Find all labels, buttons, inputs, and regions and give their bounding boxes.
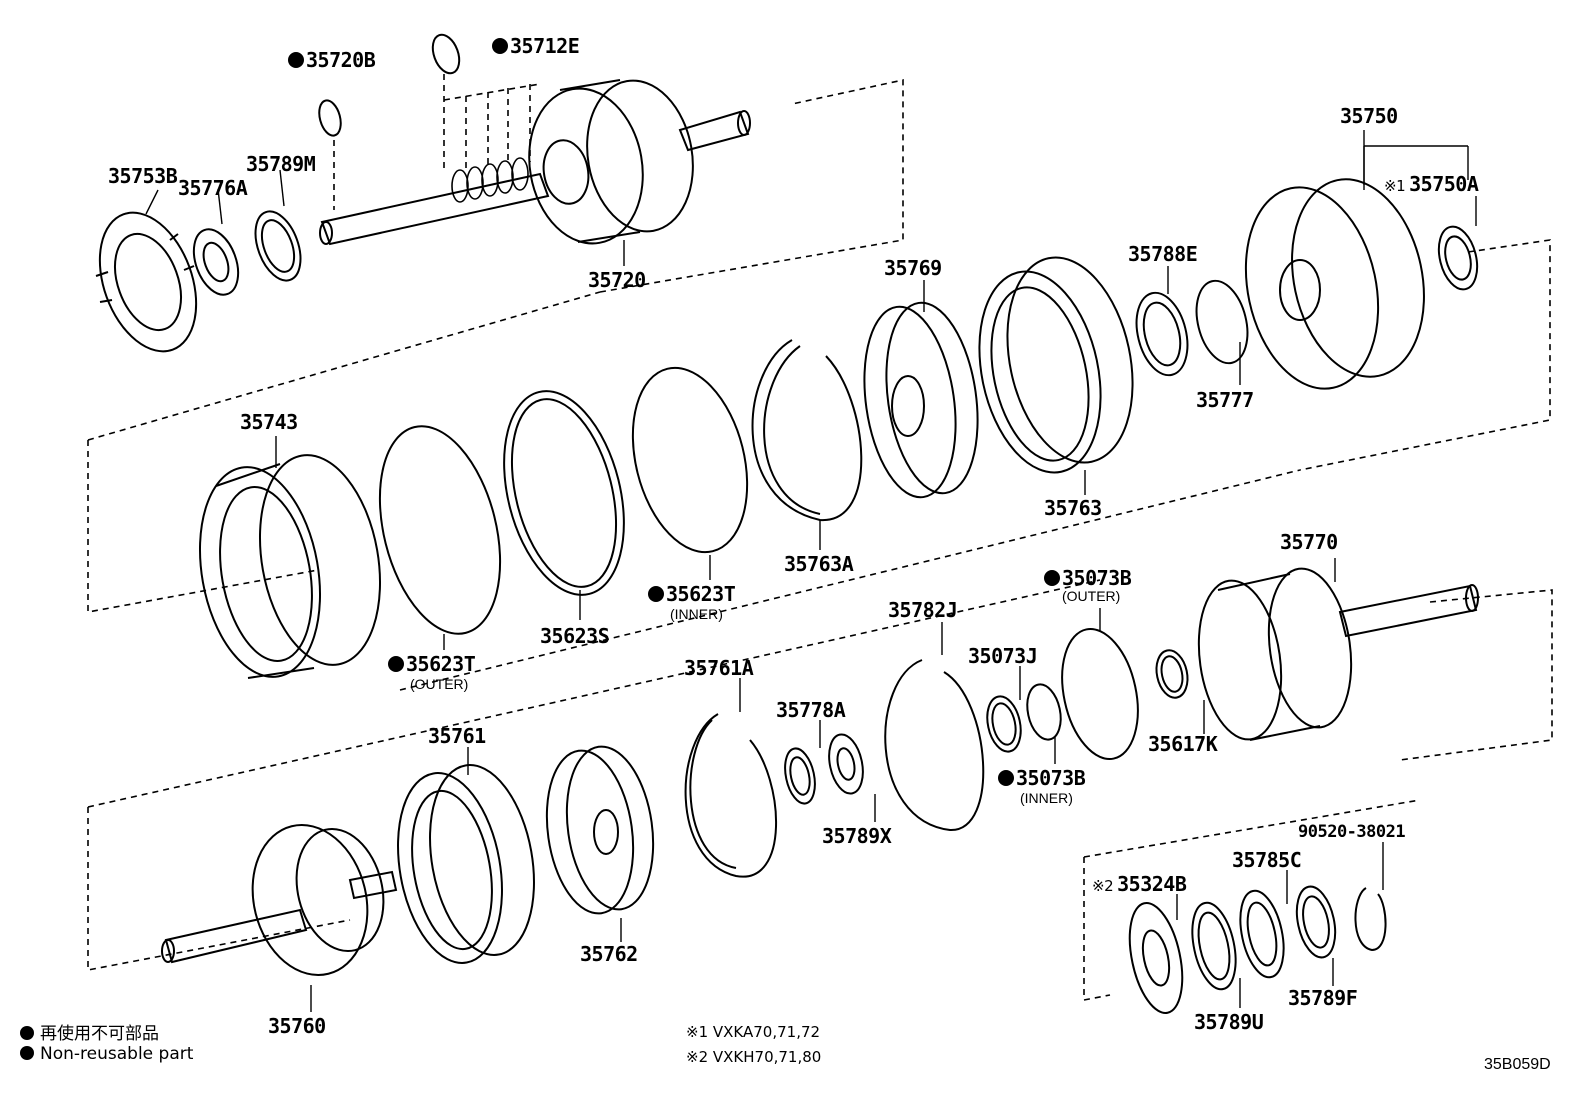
- label-35789X: 35789X: [822, 824, 892, 848]
- non-reusable-dot-icon: [20, 1026, 34, 1040]
- label-35769: 35769: [884, 256, 942, 280]
- label-35761A: 35761A: [684, 656, 754, 680]
- part-35789X-washer: [828, 733, 864, 795]
- label-35617K: 35617K: [1148, 732, 1218, 756]
- non-reusable-dot-icon: [1044, 570, 1060, 586]
- part-35763A-snapring: [751, 339, 863, 522]
- non-reusable-dot-icon: [648, 586, 664, 602]
- label-35750: 35750: [1340, 104, 1398, 128]
- non-reusable-dot-icon: [20, 1046, 34, 1060]
- label-35720: 35720: [588, 268, 646, 292]
- label-35073B-inner-sub: (INNER): [1020, 790, 1073, 806]
- label-35789U: 35789U: [1194, 1010, 1264, 1034]
- label-90520-38021: 90520-38021: [1298, 822, 1406, 842]
- part-35769-hub: [863, 301, 979, 499]
- part-35712E-ring: [431, 33, 461, 75]
- part-35720B-ring: [318, 99, 342, 137]
- label-35762: 35762: [580, 942, 638, 966]
- label-35785C: 35785C: [1232, 848, 1302, 872]
- label-35753B: 35753B: [108, 164, 178, 188]
- part-35623T-outer-ring: [378, 425, 502, 635]
- label-35073B-outer: 35073B: [1044, 566, 1132, 590]
- group-frame-lines: [87, 74, 1553, 1001]
- part-35623T-inner-ring: [631, 366, 749, 554]
- label-35623T-outer: 35623T: [388, 652, 476, 676]
- label-35743: 35743: [240, 410, 298, 434]
- part-35750A-washer: [1437, 225, 1479, 291]
- part-35753B-plate: [95, 211, 198, 353]
- label-35761: 35761: [428, 724, 486, 748]
- label-35782J: 35782J: [888, 598, 958, 622]
- label-35073B-inner: 35073B: [998, 766, 1086, 790]
- label-35073J: 35073J: [968, 644, 1038, 668]
- part-90520-snapring: [1354, 887, 1387, 952]
- part-35789F-washer: [1295, 885, 1337, 959]
- legend-en: Non-reusable part: [20, 1044, 193, 1064]
- part-35778A-bearing: [784, 747, 816, 805]
- diagram-code: 35B059D: [1484, 1056, 1551, 1073]
- label-35623S: 35623S: [540, 624, 610, 648]
- label-35712E: 35712E: [492, 34, 580, 58]
- part-35760-carrier: [161, 824, 398, 976]
- part-35763-drum: [978, 256, 1134, 474]
- label-35777: 35777: [1196, 388, 1254, 412]
- label-35770: 35770: [1280, 530, 1338, 554]
- part-35324B-plate: [1128, 901, 1184, 1015]
- part-35073B-inner-ring: [1026, 683, 1062, 741]
- part-35789M: [254, 210, 302, 282]
- label-35763: 35763: [1044, 496, 1102, 520]
- part-35788E-washer: [1135, 291, 1189, 377]
- part-35776A: [192, 228, 240, 296]
- part-35761A-snapring: [684, 713, 778, 878]
- non-reusable-dot-icon: [998, 770, 1014, 786]
- part-35782J-snapring: [884, 659, 985, 832]
- label-35623T-outer-sub: (OUTER): [410, 676, 469, 692]
- non-reusable-dot-icon: [492, 38, 508, 54]
- part-35750-planetary: [1244, 178, 1425, 390]
- part-35789U-washer: [1191, 901, 1237, 991]
- label-35789M: 35789M: [246, 152, 316, 176]
- legend-jp: 再使用不可部品: [20, 1019, 159, 1044]
- non-reusable-dot-icon: [388, 656, 404, 672]
- part-35761-drum: [397, 764, 535, 964]
- label-35788E: 35788E: [1128, 242, 1198, 266]
- label-35760: 35760: [268, 1014, 326, 1038]
- label-35623T-inner: 35623T: [648, 582, 736, 606]
- part-35785C-bearing: [1239, 889, 1285, 979]
- part-35073B-outer-ring: [1061, 628, 1139, 760]
- label-35623T-inner-sub: (INNER): [670, 606, 723, 622]
- non-reusable-dot-icon: [288, 52, 304, 68]
- label-35789F: 35789F: [1288, 986, 1358, 1010]
- part-35762-hub: [545, 745, 655, 915]
- part-35777-washer: [1195, 279, 1249, 365]
- leader-lines: [145, 130, 1477, 1012]
- part-35617K-ring: [1155, 649, 1189, 699]
- label-35720B: 35720B: [288, 48, 376, 72]
- label-35073B-outer-sub: (OUTER): [1062, 588, 1121, 604]
- label-35776A: 35776A: [178, 176, 248, 200]
- note-2: ※2 VXKH70,71,80: [686, 1048, 822, 1066]
- part-35743-drum: [198, 454, 382, 679]
- part-35073J-ring: [986, 695, 1022, 753]
- label-35778A: 35778A: [776, 698, 846, 722]
- part-35623S-ring: [503, 390, 625, 596]
- note-1: ※1 VXKA70,71,72: [686, 1023, 821, 1041]
- part-35720-assembly: [319, 79, 751, 246]
- label-35763A: 35763A: [784, 552, 854, 576]
- part-35770-drum-shaft: [1197, 567, 1479, 741]
